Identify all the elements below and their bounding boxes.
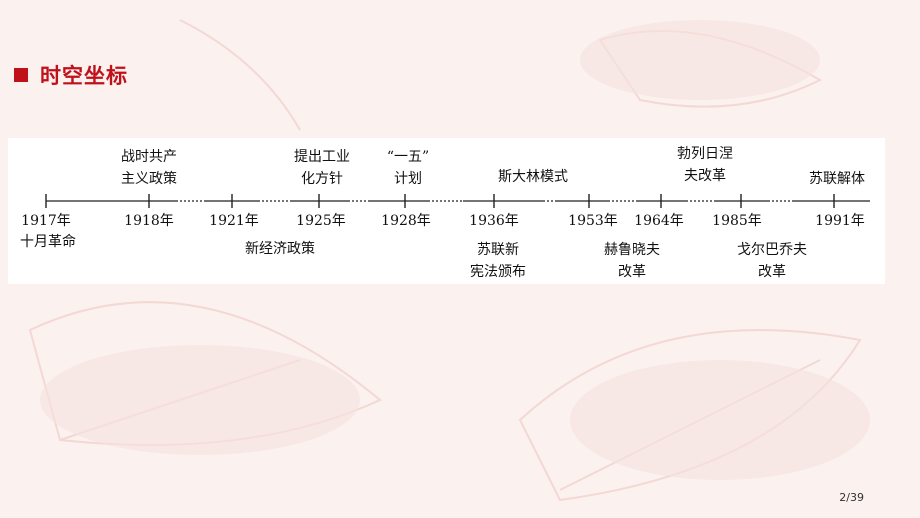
- title-square-icon: [14, 68, 28, 82]
- year-1921: 1921年: [209, 213, 259, 229]
- event-khrushchev-reform: 赫鲁晓夫 改革: [604, 242, 660, 280]
- year-1918: 1918年: [124, 213, 174, 229]
- event-brezhnev-reform: 勃列日涅 夫改革: [677, 146, 733, 184]
- year-1928: 1928年: [381, 213, 431, 229]
- event-war-communism: 战时共产 主义政策: [121, 149, 177, 187]
- year-1936: 1936年: [469, 213, 519, 229]
- year-1953: 1953年: [568, 213, 618, 229]
- page-number: 2/39: [839, 491, 864, 504]
- event-october-revolution: 十月革命: [20, 234, 76, 250]
- timeline-axis: [45, 194, 870, 208]
- year-1917: 1917年: [21, 213, 71, 229]
- event-first-five-year-plan: “一五” 计划: [386, 149, 430, 187]
- event-new-constitution: 苏联新 宪法颁布: [470, 242, 526, 280]
- event-gorbachev-reform: 戈尔巴乔夫 改革: [737, 242, 807, 280]
- event-ussr-dissolution: 苏联解体: [809, 171, 865, 187]
- year-1925: 1925年: [296, 213, 346, 229]
- timeline-panel: 战时共产 主义政策 提出工业 化方针 “一五” 计划 斯大林模式 勃列日涅 夫改…: [8, 138, 885, 284]
- event-stalin-model: 斯大林模式: [498, 169, 568, 185]
- event-new-economic-policy: 新经济政策: [245, 241, 315, 257]
- year-1985: 1985年: [712, 213, 762, 229]
- section-title: 时空坐标: [14, 60, 128, 90]
- year-1991: 1991年: [815, 213, 865, 229]
- year-1964: 1964年: [634, 213, 684, 229]
- event-industrialization: 提出工业 化方针: [294, 149, 350, 187]
- title-text: 时空坐标: [40, 64, 128, 88]
